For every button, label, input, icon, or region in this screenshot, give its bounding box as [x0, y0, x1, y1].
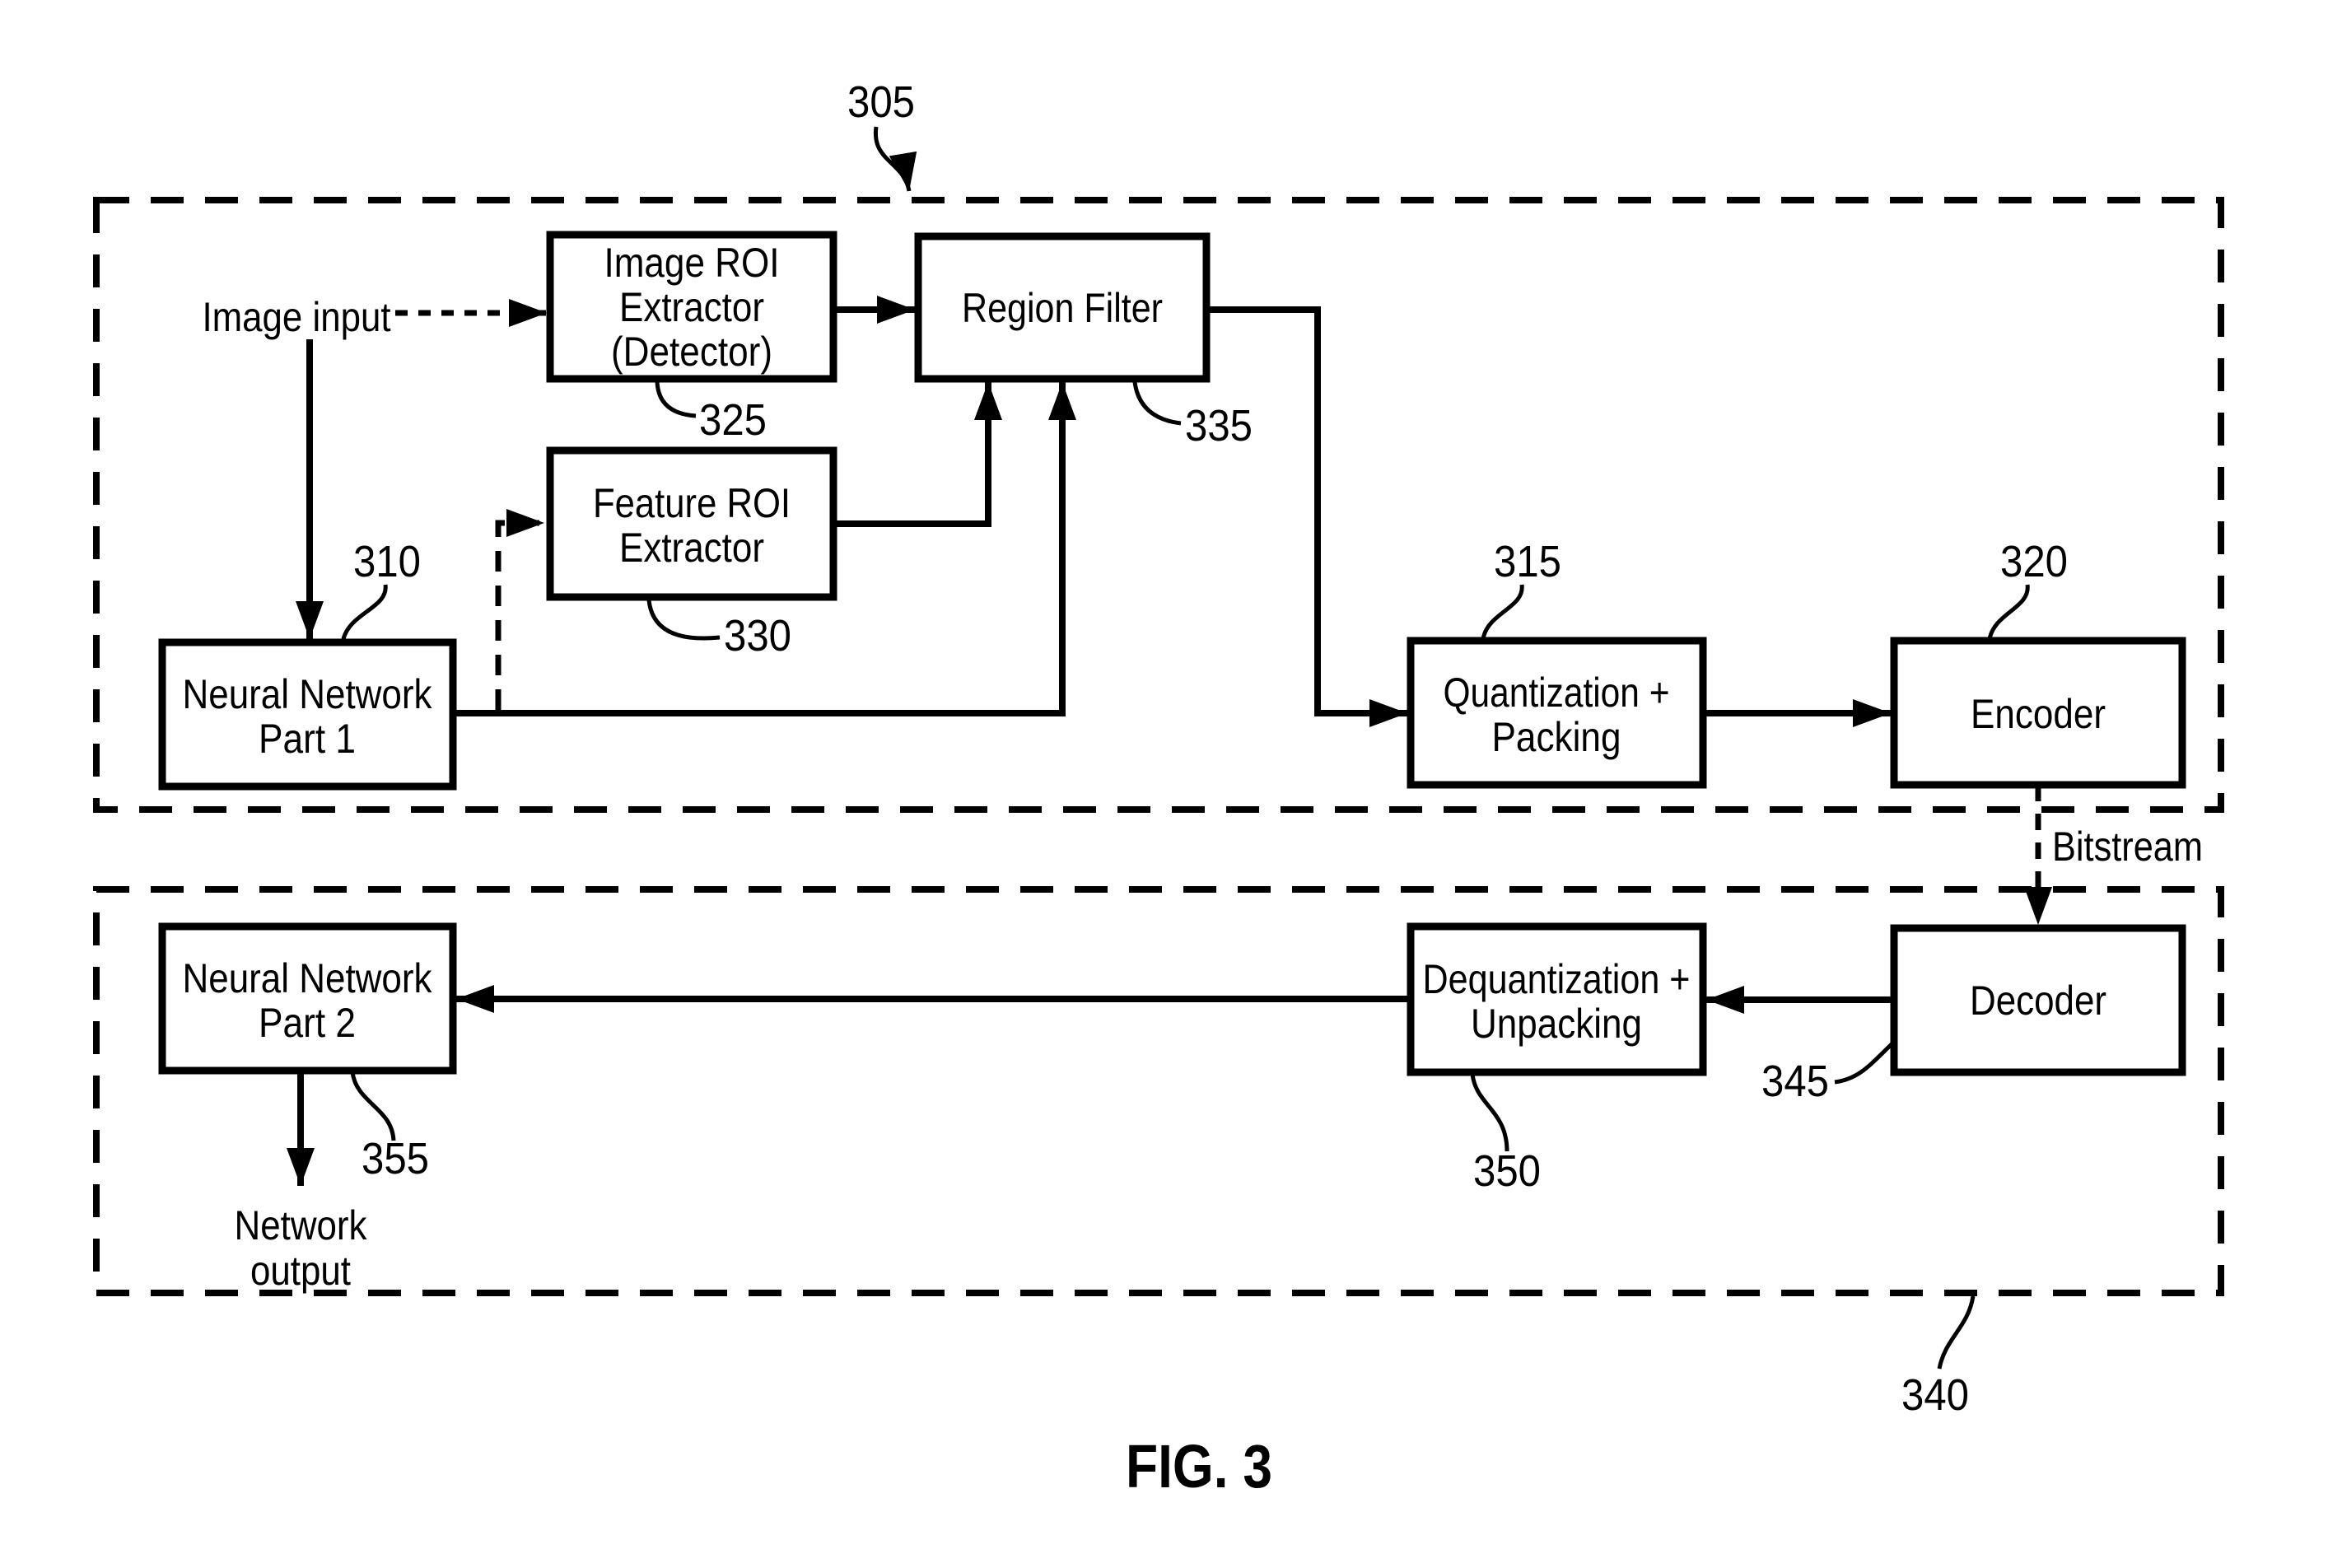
region-filter-box: [914, 232, 1211, 383]
ref-305-leader-arrow: [873, 126, 917, 192]
ref-340-leader: [1937, 1295, 1976, 1370]
quantization-packing-box: [1407, 637, 1707, 789]
decoder-label: Decoder: [1970, 978, 2106, 1024]
decoder-box: [1890, 924, 2186, 1076]
region-filter-label: Region Filter: [962, 285, 1163, 331]
ref-325: 325: [699, 395, 767, 445]
ref-355: 355: [362, 1134, 429, 1183]
network-output-label-line1: Network: [235, 1202, 368, 1248]
figure-caption: FIG. 3: [1126, 1432, 1272, 1500]
ref-355-leader: [350, 1071, 396, 1141]
edge-nn1-to-region-filter: [453, 382, 1076, 716]
nn1-label-line2: Part 1: [259, 716, 356, 762]
ref-310-leader: [341, 584, 388, 640]
ref-335: 335: [1185, 401, 1253, 450]
ref-315-leader: [1481, 584, 1524, 640]
ref-335-leader: [1132, 381, 1182, 426]
bitstream-label: Bitstream: [2052, 824, 2203, 870]
edge-nn1-branch-to-feature-roi: [495, 509, 544, 710]
network-output-label-line2: output: [250, 1248, 351, 1294]
ref-310: 310: [353, 537, 421, 586]
ref-345: 345: [1761, 1057, 1829, 1106]
ref-330: 330: [724, 611, 791, 660]
dequantization-unpacking-label-line2: Unpacking: [1471, 1001, 1642, 1047]
feature-roi-extractor-label-line1: Feature ROI: [593, 480, 791, 526]
feature-roi-extractor-box: [546, 446, 837, 601]
ref-305: 305: [847, 77, 915, 127]
image-roi-extractor-label-line1: Image ROI: [604, 240, 780, 286]
image-roi-extractor-box: [546, 231, 837, 383]
neural-network-part-1-box: [158, 638, 457, 791]
encoder-label: Encoder: [1971, 691, 2106, 737]
dequantization-unpacking-box: [1407, 922, 1707, 1076]
ref-315: 315: [1494, 537, 1561, 586]
ref-320: 320: [2000, 537, 2068, 586]
nn2-label-line2: Part 2: [259, 1000, 356, 1046]
image-roi-extractor-label-line3: (Detector): [611, 329, 772, 375]
ref-350-leader: [1470, 1073, 1509, 1152]
image-roi-extractor-label-line2: Extractor: [619, 284, 764, 330]
ref-320-leader: [1987, 584, 2030, 640]
encoder-box: [1890, 637, 2186, 789]
edge-region-filter-to-quantization: [1206, 306, 1407, 727]
edge-feature-roi-to-region-filter: [833, 382, 1002, 527]
nn2-label-line1: Neural Network: [183, 955, 433, 1001]
nn1-label-line1: Neural Network: [183, 671, 433, 717]
dequantization-unpacking-label-line1: Dequantization +: [1423, 956, 1691, 1002]
encoder-side-group-box: [93, 197, 2224, 813]
image-input-label: Image input: [203, 294, 391, 340]
ref-350: 350: [1473, 1146, 1541, 1196]
ref-325-leader: [655, 381, 697, 418]
quantization-packing-label-line1: Quantization +: [1444, 670, 1670, 716]
neural-network-part-2-box: [158, 922, 457, 1075]
feature-roi-extractor-label-line2: Extractor: [619, 525, 764, 571]
ref-330-leader: [646, 600, 721, 641]
quantization-packing-label-line2: Packing: [1492, 714, 1621, 760]
decoder-side-group-box: [93, 886, 2224, 1296]
ref-345-leader: [1834, 1042, 1894, 1085]
ref-340: 340: [1901, 1370, 1969, 1420]
